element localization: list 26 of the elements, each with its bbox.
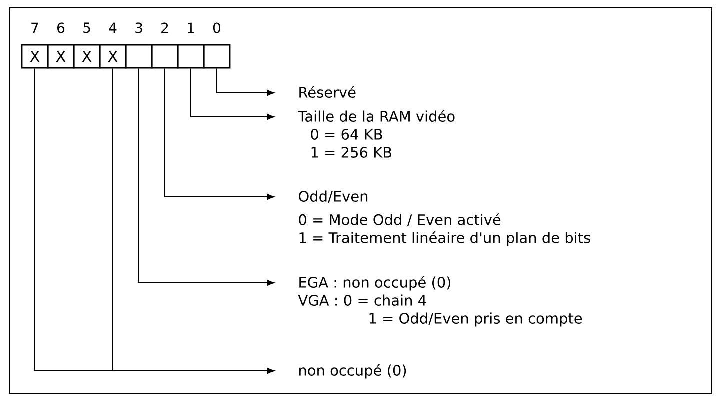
arrow bbox=[138, 68, 275, 286]
bit-cell: X bbox=[21, 44, 49, 69]
arrow bbox=[190, 68, 275, 120]
bit-cell: X bbox=[47, 44, 75, 69]
description-text: Odd/Even 0 = Mode Odd / Even activé 1 = Traitement linéaire d'un plan de bits bbox=[299, 190, 590, 246]
arrow bbox=[164, 68, 275, 200]
bit-number: 2 bbox=[162, 22, 168, 34]
bit-number: 3 bbox=[136, 22, 142, 34]
bit-cell bbox=[125, 44, 153, 69]
bit-number: 6 bbox=[58, 22, 65, 34]
bit-number: 5 bbox=[84, 22, 90, 34]
description-text: EGA : non occupé (0) VGA : 0 = chain 4 1 = Odd/Even pris en compte bbox=[298, 276, 582, 327]
description-text: Taille de la RAM vidéo 0 = 64 KB 1 = 256 KB bbox=[298, 110, 455, 158]
arrow bbox=[34, 68, 275, 374]
description-text: non occupé (0) bbox=[300, 364, 406, 379]
bit-cell: X bbox=[99, 44, 127, 69]
bit-cell bbox=[151, 44, 179, 69]
description-text: Réservé bbox=[300, 86, 356, 98]
bit-cell bbox=[203, 44, 231, 69]
bit-cell: X bbox=[73, 44, 101, 69]
bit-number: 0 bbox=[213, 22, 221, 34]
bit-number: 7 bbox=[32, 22, 38, 34]
arrow bbox=[216, 68, 275, 96]
bit-number: 4 bbox=[109, 22, 117, 34]
bit-cell bbox=[177, 44, 205, 69]
bit-number: 1 bbox=[188, 22, 194, 34]
